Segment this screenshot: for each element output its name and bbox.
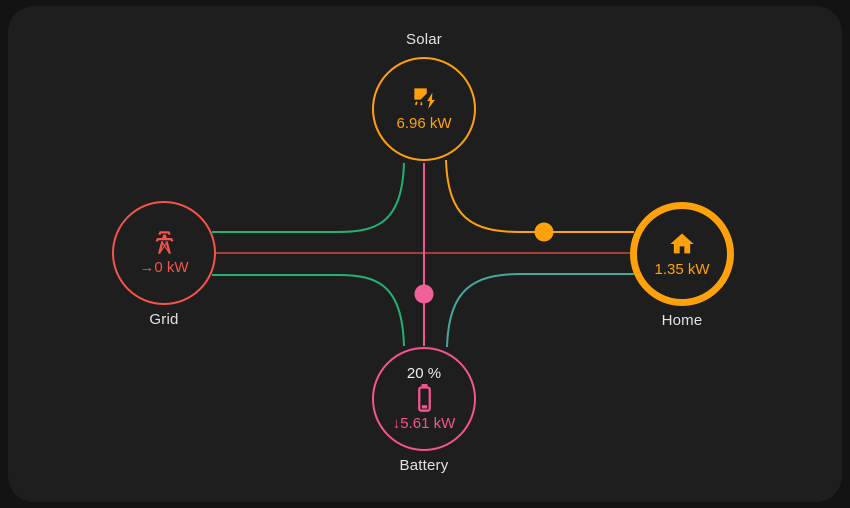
node-battery: 20 % ↓5.61 kW Battery bbox=[344, 347, 504, 476]
home-label: Home bbox=[661, 312, 703, 329]
solar-circle-button[interactable]: 6.96 kW bbox=[372, 57, 476, 161]
battery-label: Battery bbox=[399, 457, 449, 474]
grid-label: Grid bbox=[149, 311, 179, 328]
node-solar: Solar 6.96 kW bbox=[344, 30, 504, 161]
battery-power-value: ↓5.61 kW bbox=[392, 415, 456, 432]
grid-power-value: →0 kW bbox=[139, 259, 189, 276]
solar-panel-bolt-icon bbox=[411, 85, 438, 112]
battery-circle-button[interactable]: 20 % ↓5.61 kW bbox=[372, 347, 476, 451]
transmission-tower-icon bbox=[151, 229, 178, 256]
solar-label: Solar bbox=[405, 31, 443, 48]
grid-circle-button[interactable]: →0 kW bbox=[112, 201, 216, 305]
battery-state-of-charge: 20 % bbox=[406, 365, 442, 382]
node-grid: →0 kW Grid bbox=[84, 201, 244, 330]
battery-low-icon bbox=[414, 384, 435, 412]
node-home: 1.35 kW Home bbox=[602, 202, 762, 331]
home-icon bbox=[668, 230, 696, 258]
home-power-value: 1.35 kW bbox=[654, 260, 710, 278]
home-circle-button[interactable]: 1.35 kW bbox=[630, 202, 734, 306]
solar-power-value: 6.96 kW bbox=[396, 115, 452, 132]
